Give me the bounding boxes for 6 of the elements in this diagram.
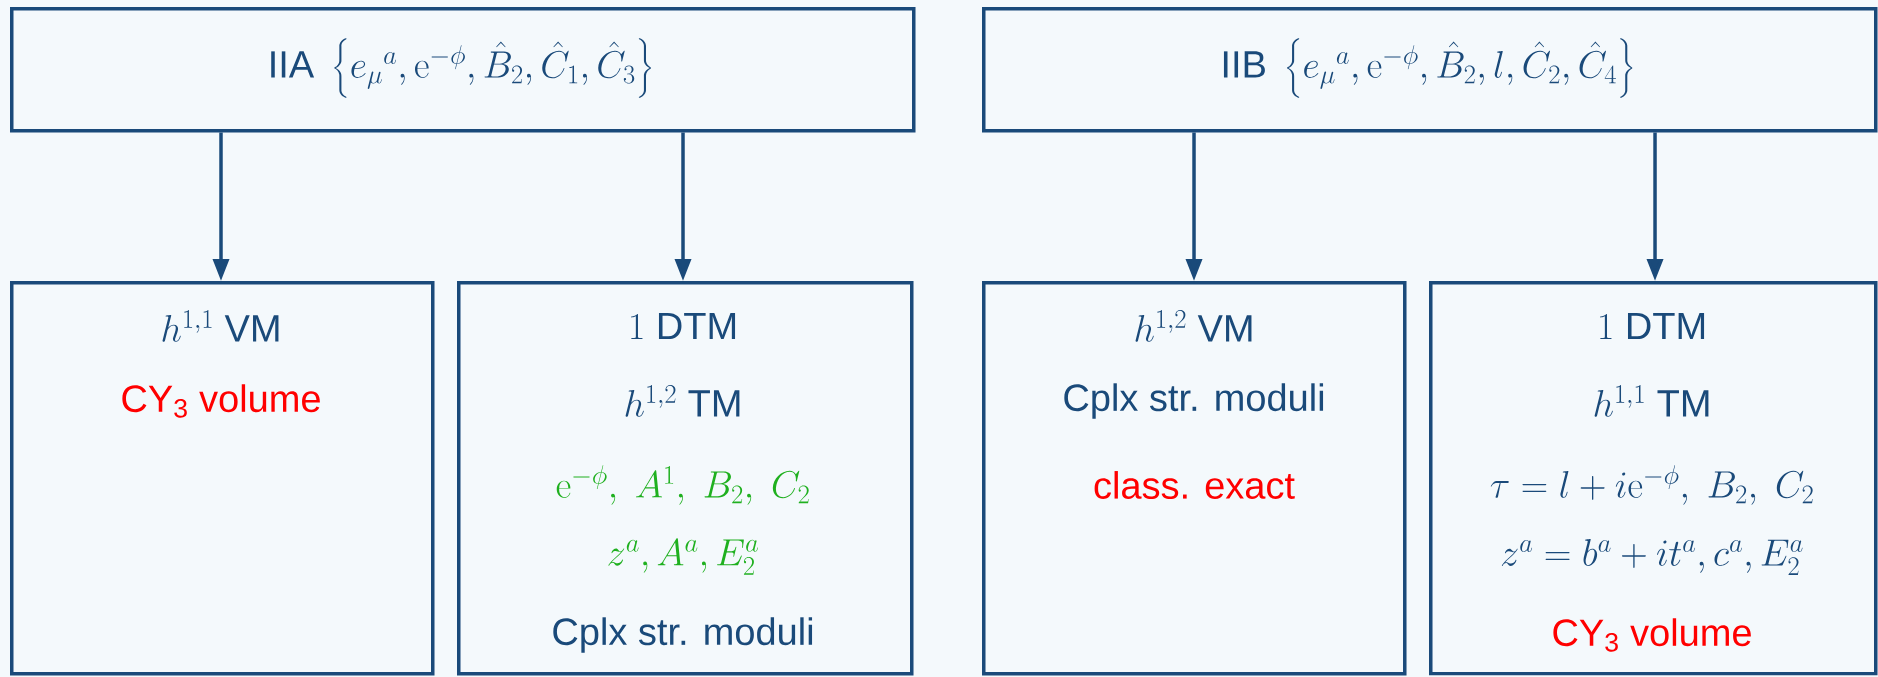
multiplet-box: $h^{1,2}\ \text{VM}$ Cplx str. moduli class. exact bbox=[982, 281, 1407, 676]
header-box: $\text{IIA}\ \left\{e_\mu{}^a, \mathrm{e}^{-\phi}, \hat{B}_2, \hat{C}_1, \hat{C}_3\right\}$ bbox=[10, 7, 916, 133]
header-box: $\text{IIB}\ \left\{e_\mu{}^a, \mathrm{e}^{-\phi}, \hat{B}_2, l, \hat{C}_2, \hat{C}_4\right\}$ bbox=[982, 7, 1878, 133]
multiplet-box: $h^{1,1}\ \text{VM}$ CY$_{3}$ volume bbox=[10, 281, 435, 676]
multiplet-box: $1\ \text{DTM}$ $h^{1,1}\ \text{TM}$ $\tau = l + i\mathrm{e}^{-\phi},\ B_2,\ C_2$ $z^a = b^a + it^a, c^a, E_2^a$ CY$_{3}$ volume bbox=[1429, 281, 1878, 676]
multiplet-box: $1\ \text{DTM}$ $h^{1,2}\ \text{TM}$ $\mathrm{e}^{-\phi},\ A^1,\ B_2,\ C_2$ $z^a, A^a, E_2^a$ Cplx str. moduli bbox=[457, 281, 914, 676]
